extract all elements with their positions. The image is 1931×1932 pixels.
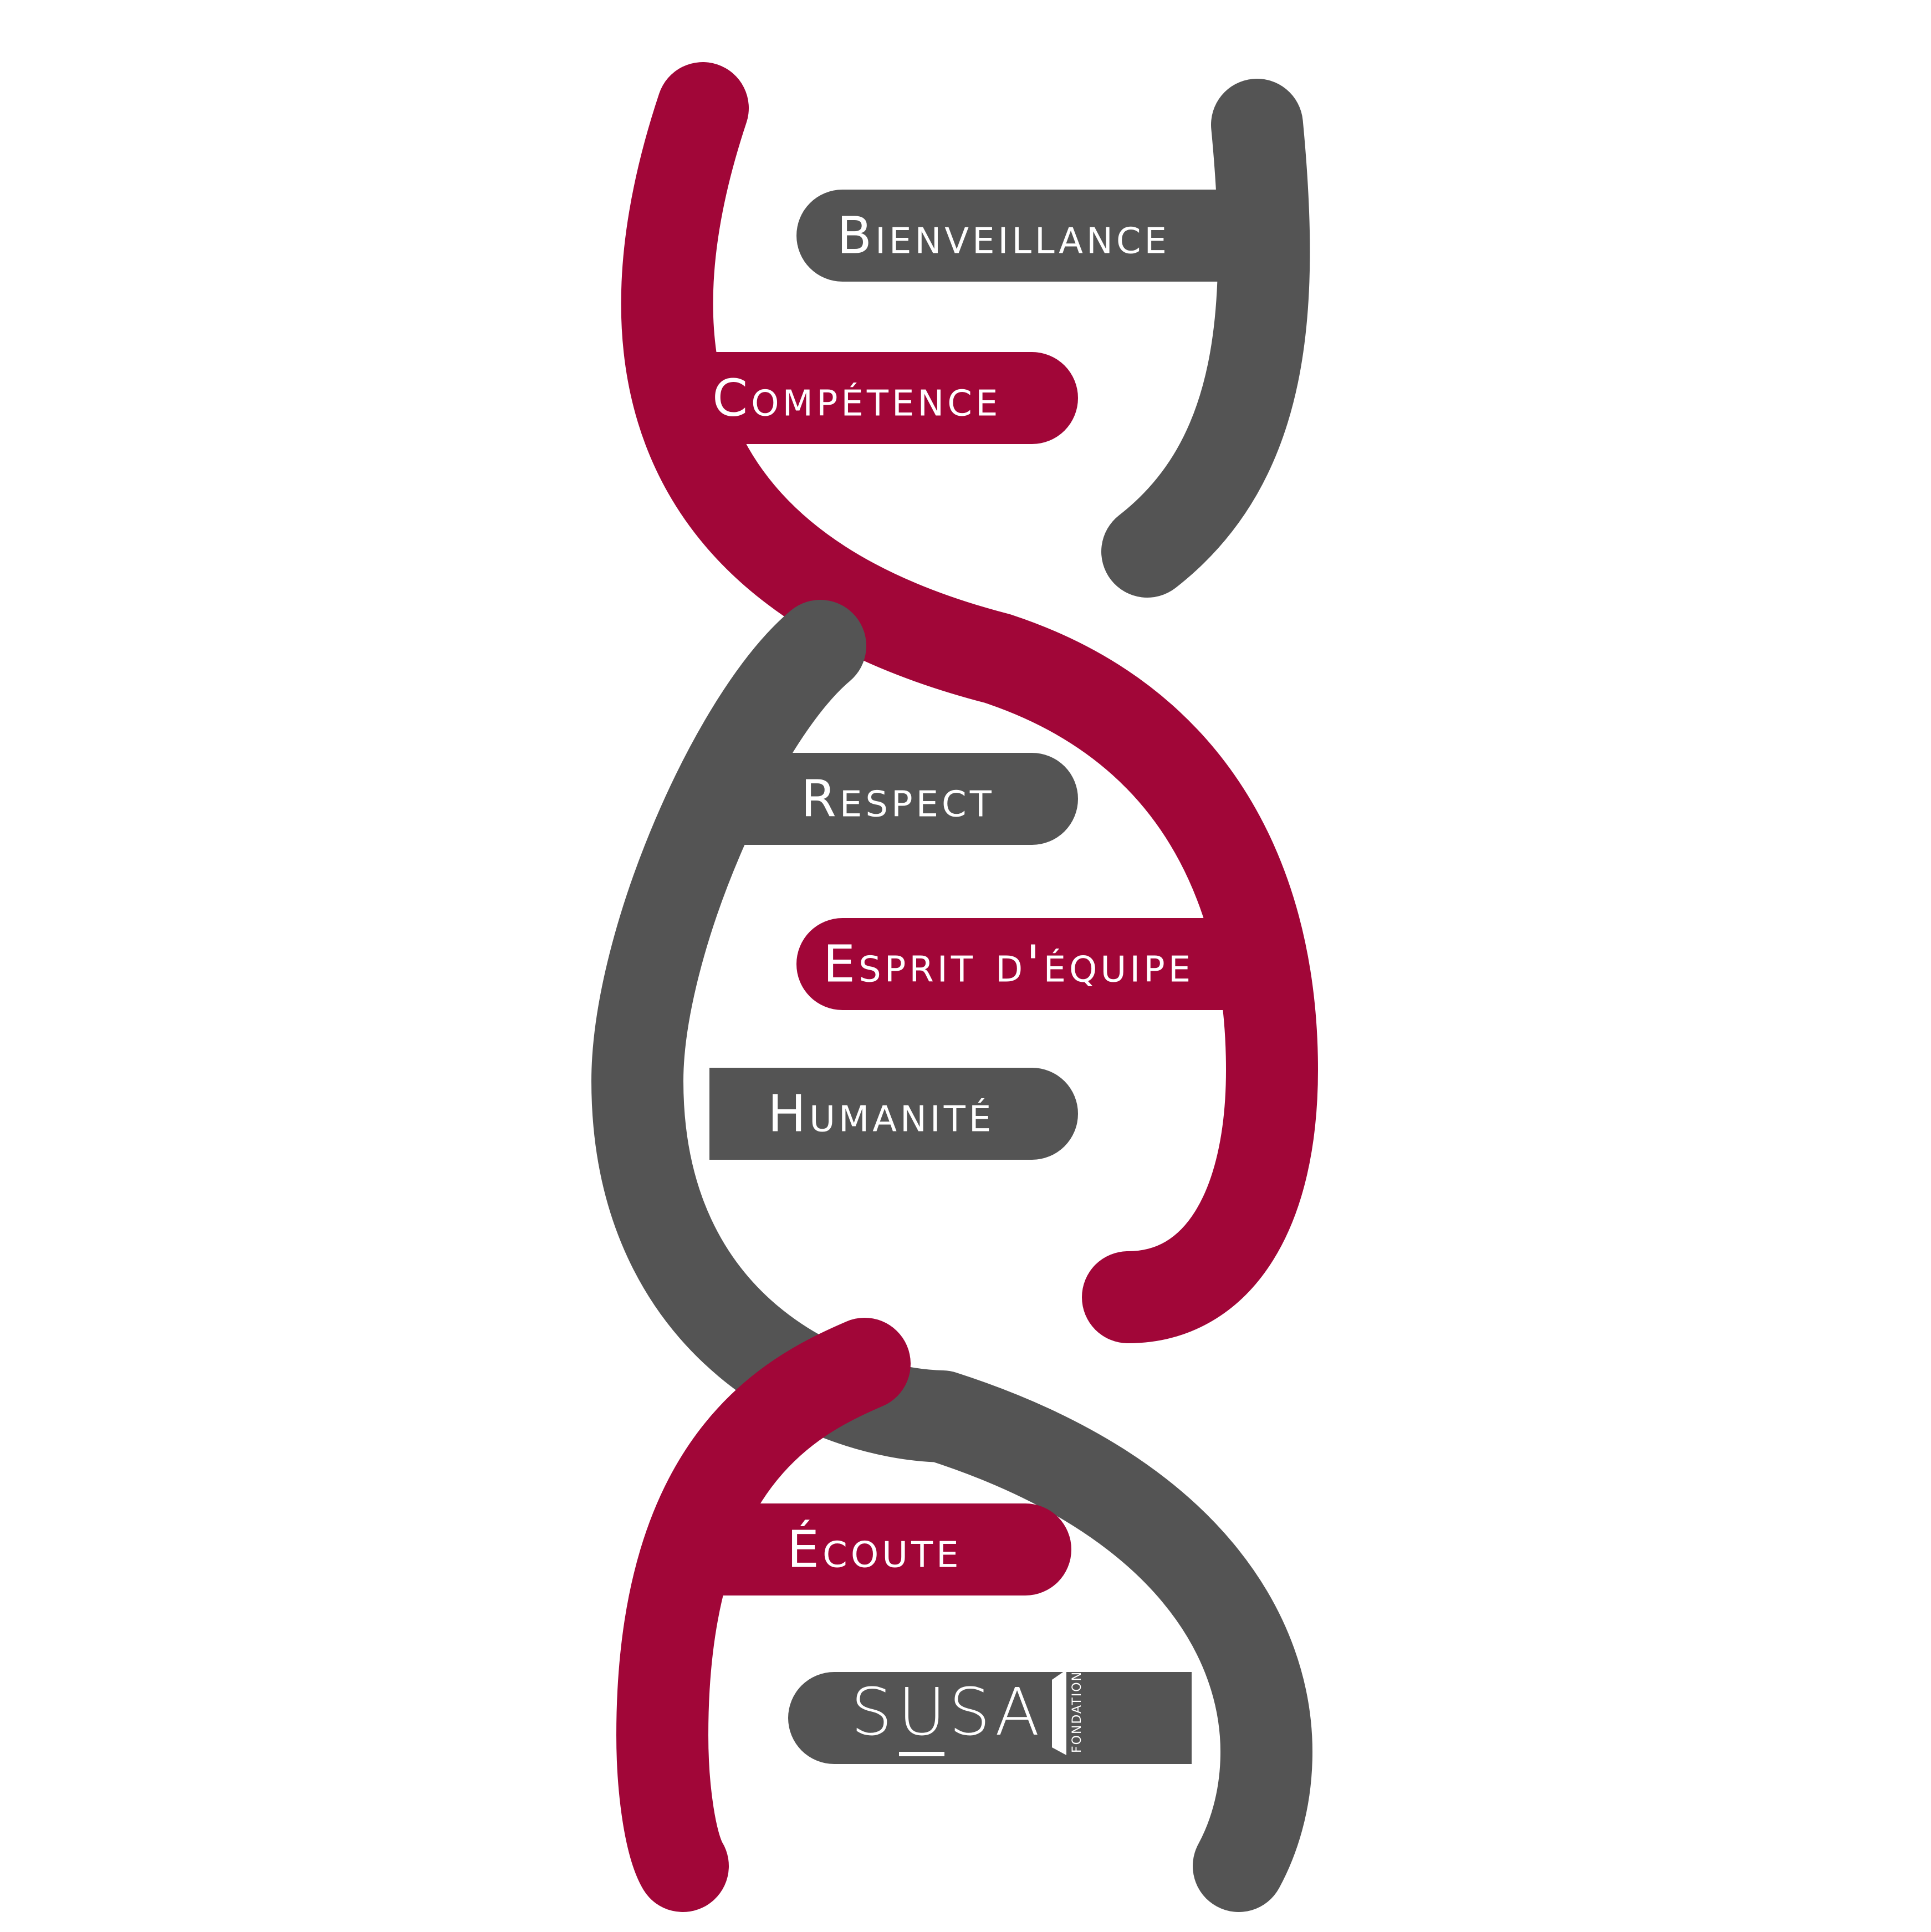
logo-subtitle: FONDATION (1070, 1671, 1084, 1753)
logo-letter-s1: S (851, 1674, 895, 1750)
logo-letter-a: A (995, 1674, 1042, 1750)
label-competence: Compétence (712, 369, 1001, 428)
logo-underline (899, 1752, 944, 1756)
gray-strand-top (1147, 125, 1264, 552)
label-humanite: Humanité (768, 1084, 994, 1144)
logo-letter-s2: S (949, 1674, 993, 1750)
label-respect: Respect (801, 769, 995, 829)
label-esprit-d-equipe: Esprit d'équipe (823, 935, 1194, 994)
logo-bar-mark (1052, 1670, 1066, 1755)
label-bienveillance: Bienveillance (837, 206, 1170, 266)
label-ecoute: Écoute (787, 1520, 962, 1579)
logo-letter-u: U (898, 1674, 948, 1750)
